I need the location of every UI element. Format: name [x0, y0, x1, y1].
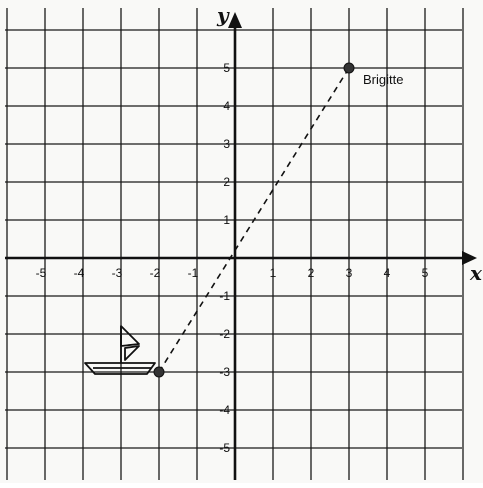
y-axis-arrow [228, 12, 242, 28]
y-tick-label: -1 [219, 289, 230, 303]
y-tick-label: 5 [223, 61, 230, 75]
plotted-point [153, 366, 165, 378]
x-tick-label: -2 [150, 266, 161, 280]
y-tick-label: -4 [219, 403, 230, 417]
x-tick-label: 1 [270, 266, 277, 280]
y-tick-label: -3 [219, 365, 230, 379]
point-label: Brigitte [363, 72, 403, 87]
x-axis-label: x [469, 261, 483, 285]
x-tick-label: 3 [346, 266, 353, 280]
tick-labels: -5 -4 -3 -2 -1 1 2 3 4 5 5 4 3 2 1 -1 -2 -3 -4 -5 [36, 61, 429, 455]
sailboat-jib [124, 345, 140, 361]
plotted-points: Brigitte [153, 62, 403, 378]
plotted-point [343, 62, 355, 74]
y-tick-label: 3 [223, 137, 230, 151]
x-tick-label: -3 [112, 266, 123, 280]
y-tick-label: 4 [223, 99, 230, 113]
x-tick-label: 2 [308, 266, 315, 280]
sailboat-sail [120, 325, 140, 347]
y-axis-label: y [216, 3, 230, 27]
sailboat-figure [84, 325, 156, 375]
y-tick-label: 2 [223, 175, 230, 189]
x-axis-arrow [462, 251, 477, 265]
x-tick-label: -5 [36, 266, 47, 280]
y-tick-label: 1 [223, 213, 230, 227]
sailboat-hull [84, 362, 156, 375]
y-tick-label: -5 [219, 441, 230, 455]
y-tick-label: -2 [219, 327, 230, 341]
dashed-segment [158, 67, 350, 373]
x-tick-label: 4 [384, 266, 391, 280]
x-tick-label: 5 [422, 266, 429, 280]
x-tick-label: -1 [188, 266, 199, 280]
axes: x y [5, 3, 483, 480]
x-tick-label: -4 [74, 266, 85, 280]
